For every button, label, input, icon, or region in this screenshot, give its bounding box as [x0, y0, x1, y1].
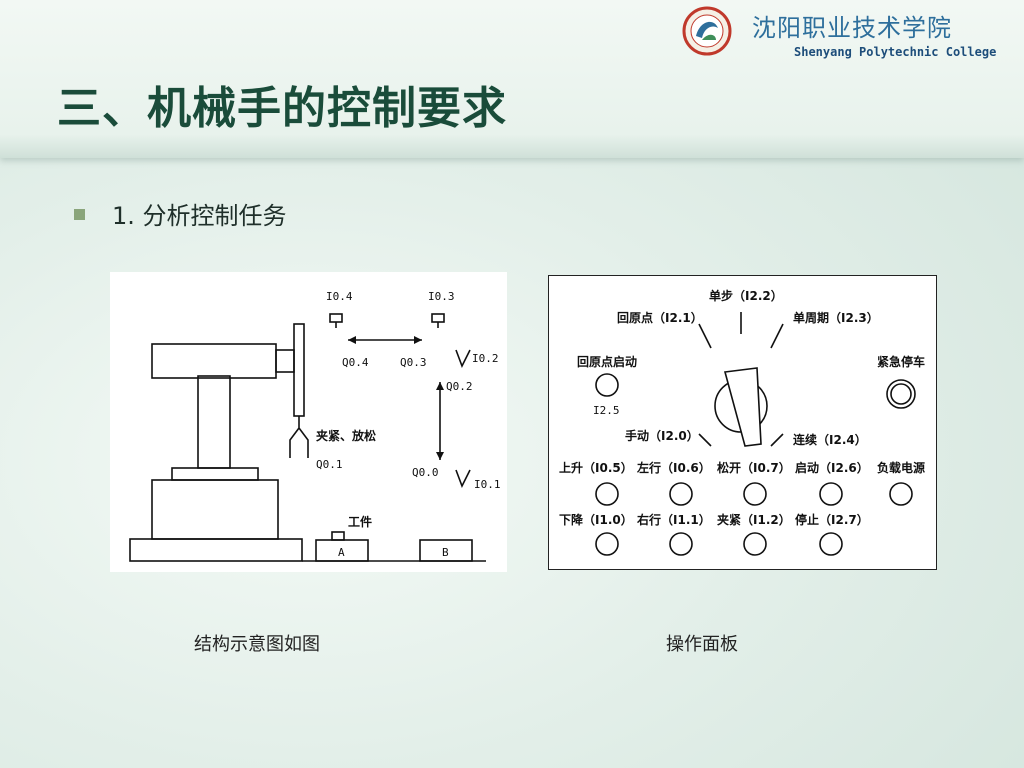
bullet-text: 1. 分析控制任务	[112, 202, 287, 230]
arm-base-plate	[129, 538, 303, 562]
arm-column	[197, 375, 231, 469]
label-continuous: 连续（I2.4）	[793, 432, 867, 447]
label-q02: Q0.2	[446, 380, 473, 393]
arm-pedestal	[151, 479, 279, 540]
selector-line-home	[698, 323, 712, 349]
bullet-square-icon	[74, 209, 85, 220]
manipulator-structure-diagram: I0.4 I0.3 Q0.4 Q0.3 I0.2 Q0.2 夹紧、放松 Q0.1…	[110, 272, 507, 572]
label-right: 右行（I1.1）	[636, 512, 711, 527]
label-single-cycle: 单周期（I2.3）	[793, 310, 879, 325]
college-emblem-icon	[682, 6, 732, 56]
label-q04: Q0.4	[342, 356, 369, 369]
label-q03: Q0.3	[400, 356, 427, 369]
label-i03: I0.3	[428, 290, 455, 303]
label-down: 下降（I1.0）	[559, 512, 633, 527]
college-logo-block: 沈阳职业技术学院 Shenyang Polytechnic College	[682, 4, 1022, 64]
label-station-b: B	[442, 546, 449, 559]
label-stop: 停止（I2.7）	[795, 512, 869, 527]
label-manual: 手动（I2.0）	[625, 428, 699, 443]
arm-turntable	[171, 467, 259, 481]
arm-carrier	[293, 323, 305, 417]
caption-structure-diagram: 结构示意图如图	[194, 634, 320, 655]
button-home-start	[595, 373, 619, 397]
arm-beam	[151, 343, 277, 379]
label-i01: I0.1	[474, 478, 501, 491]
label-clamp: 夹紧（I1.2）	[717, 512, 791, 527]
label-clamp-release: 夹紧、放松	[316, 428, 376, 443]
selector-line-continuous	[770, 433, 784, 447]
operation-panel-diagram: 单步（I2.2） 回原点（I2.1） 单周期（I2.3） 回原点启动 I2.5 …	[548, 275, 937, 570]
label-start: 启动（I2.6）	[795, 460, 869, 475]
caption-operation-panel: 操作面板	[666, 634, 738, 655]
label-q00: Q0.0	[412, 466, 439, 479]
label-home-point: 回原点（I2.1）	[617, 310, 703, 325]
arm-joint	[275, 349, 295, 373]
label-emergency-stop: 紧急停车	[877, 354, 925, 369]
label-single-step: 单步（I2.2）	[709, 288, 783, 303]
label-i02: I0.2	[472, 352, 499, 365]
label-workpiece: 工件	[348, 514, 372, 529]
label-station-a: A	[338, 546, 345, 559]
arm-gripper	[289, 416, 309, 458]
slide-header: 沈阳职业技术学院 Shenyang Polytechnic College 三、…	[0, 0, 1024, 158]
page-title: 三、机械手的控制要求	[57, 83, 507, 134]
mode-selector-pointer	[723, 367, 762, 447]
label-home-start: 回原点启动	[577, 354, 637, 369]
selector-line-manual	[698, 433, 712, 447]
label-q01: Q0.1	[316, 458, 343, 471]
college-name-en: Shenyang Polytechnic College	[794, 45, 997, 59]
label-i04: I0.4	[326, 290, 353, 303]
label-left: 左行（I0.6）	[636, 460, 711, 475]
label-load-power: 负载电源	[877, 460, 925, 475]
selector-line-single-cycle	[770, 323, 784, 349]
label-up: 上升（I0.5）	[559, 460, 633, 475]
label-release: 松开（I0.7）	[717, 460, 791, 475]
label-i25: I2.5	[593, 404, 620, 417]
college-name-cn: 沈阳职业技术学院	[752, 14, 952, 42]
